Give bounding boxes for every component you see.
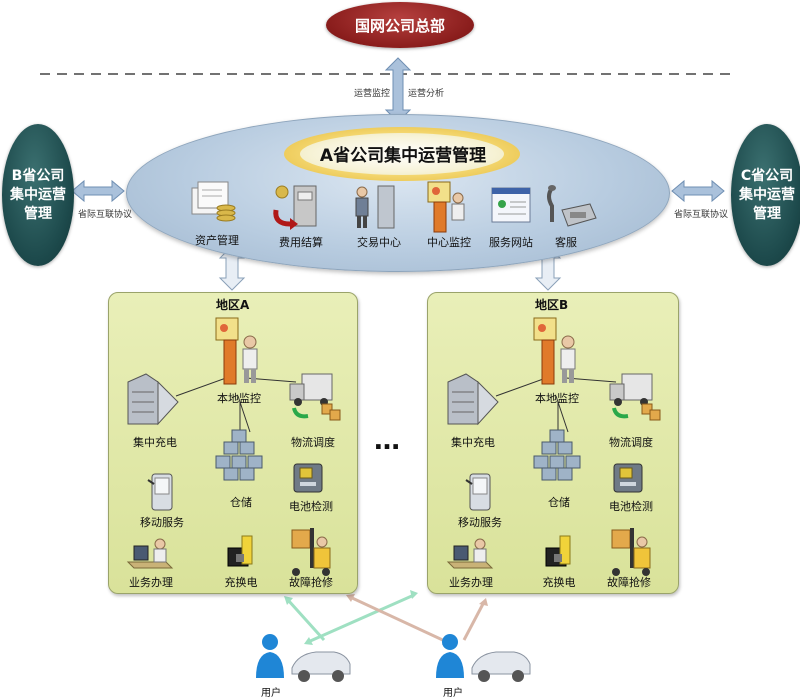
region-b-local-monitor-icon [533, 317, 576, 385]
title-ring-inner [300, 133, 504, 175]
user-link-tan-2 [462, 601, 486, 641]
region-a-repair-icon [291, 528, 331, 576]
region-b-central-charging-label: 集中充电 [451, 436, 495, 449]
user-link-green-2 [307, 593, 415, 644]
region-a-repair-label: 故障抢修 [289, 576, 333, 589]
region-b-battery-test-icon [613, 463, 643, 493]
region-b-storage-label: 仓储 [548, 496, 570, 509]
left-protocol-arrow [71, 179, 125, 203]
region-a-battery-test-icon [293, 463, 323, 493]
province-c-label: C省公司集中运营管理 [739, 167, 795, 222]
region-b-logistics-label: 物流调度 [609, 436, 653, 449]
region-b-repair-icon [611, 528, 651, 576]
hq-node: 国网公司总部 [326, 2, 474, 48]
province-b-node: B省公司集中运营管理 [2, 124, 74, 266]
user-link-green-1 [286, 598, 326, 642]
module-customer-service-label: 客服 [555, 236, 577, 249]
module-billing-label: 费用结算 [279, 236, 323, 249]
region-a-local-monitor-icon [215, 317, 258, 385]
region-a-logistics-icon [289, 373, 341, 421]
region-b-battery-swap-label: 充换电 [542, 576, 576, 589]
user-2-label: 用户 [443, 688, 463, 699]
trading-center-icon [355, 185, 395, 229]
region-a-central-charging-icon [127, 373, 179, 426]
region-b-title: 地区B [535, 298, 569, 312]
billing-settlement-icon [273, 185, 317, 230]
protocol-right-label: 省际互联协议 [674, 210, 729, 220]
user-1-label: 用户 [261, 688, 281, 699]
asset-management-icon [191, 181, 236, 222]
ops-monitor-label: 运营监控 [354, 89, 391, 99]
region-a-battery-swap-label: 充换电 [224, 576, 258, 589]
region-b-battery-test-label: 电池检测 [609, 500, 653, 513]
right-protocol-arrow [671, 179, 725, 203]
region-a-storage-icon [215, 429, 263, 481]
region-a-business-label: 业务办理 [129, 576, 173, 589]
more-regions-ellipsis: … [374, 426, 403, 456]
region-a-battery-swap-icon [227, 535, 253, 567]
service-website-icon [491, 187, 531, 223]
region-b-mobile-service-label: 移动服务 [458, 516, 502, 529]
region-b-business-label: 业务办理 [449, 576, 493, 589]
module-asset-label: 资产管理 [195, 234, 239, 247]
module-website-label: 服务网站 [489, 236, 533, 249]
region-a-mobile-service-label: 移动服务 [140, 516, 184, 529]
region-b-mobile-service-icon [465, 473, 491, 511]
province-c-node: C省公司集中运营管理 [731, 124, 800, 266]
region-a-central-charging-label: 集中充电 [133, 436, 177, 449]
region-a-battery-test-label: 电池检测 [289, 500, 333, 513]
region-b-battery-swap-icon [545, 535, 571, 567]
user-1-icon [256, 634, 351, 682]
region-a-business-icon [126, 538, 174, 569]
province-b-label: B省公司集中运营管理 [10, 167, 66, 222]
region-b-logistics-icon [609, 373, 661, 421]
module-trading-label: 交易中心 [357, 236, 401, 249]
region-a-title: 地区A [216, 298, 250, 312]
region-a-storage-label: 仓储 [230, 496, 252, 509]
region-b-business-icon [446, 538, 494, 569]
user-link-tan-1 [349, 595, 448, 644]
customer-service-icon [547, 185, 597, 227]
region-b-repair-label: 故障抢修 [607, 576, 651, 589]
region-b-storage-icon [533, 429, 581, 481]
module-monitor-label: 中心监控 [427, 236, 471, 249]
region-a-logistics-label: 物流调度 [291, 436, 335, 449]
region-a-local-monitor-label: 本地监控 [217, 392, 261, 405]
ops-analysis-label: 运营分析 [408, 89, 445, 99]
protocol-left-label: 省际互联协议 [78, 210, 133, 220]
region-b-local-monitor-label: 本地监控 [535, 392, 579, 405]
user-2-icon [436, 634, 531, 682]
region-b-central-charging-icon [447, 373, 499, 426]
region-a-mobile-service-icon [147, 473, 173, 511]
central-monitor-icon [427, 181, 465, 233]
center-title: A省公司集中运营管理 [319, 146, 487, 166]
